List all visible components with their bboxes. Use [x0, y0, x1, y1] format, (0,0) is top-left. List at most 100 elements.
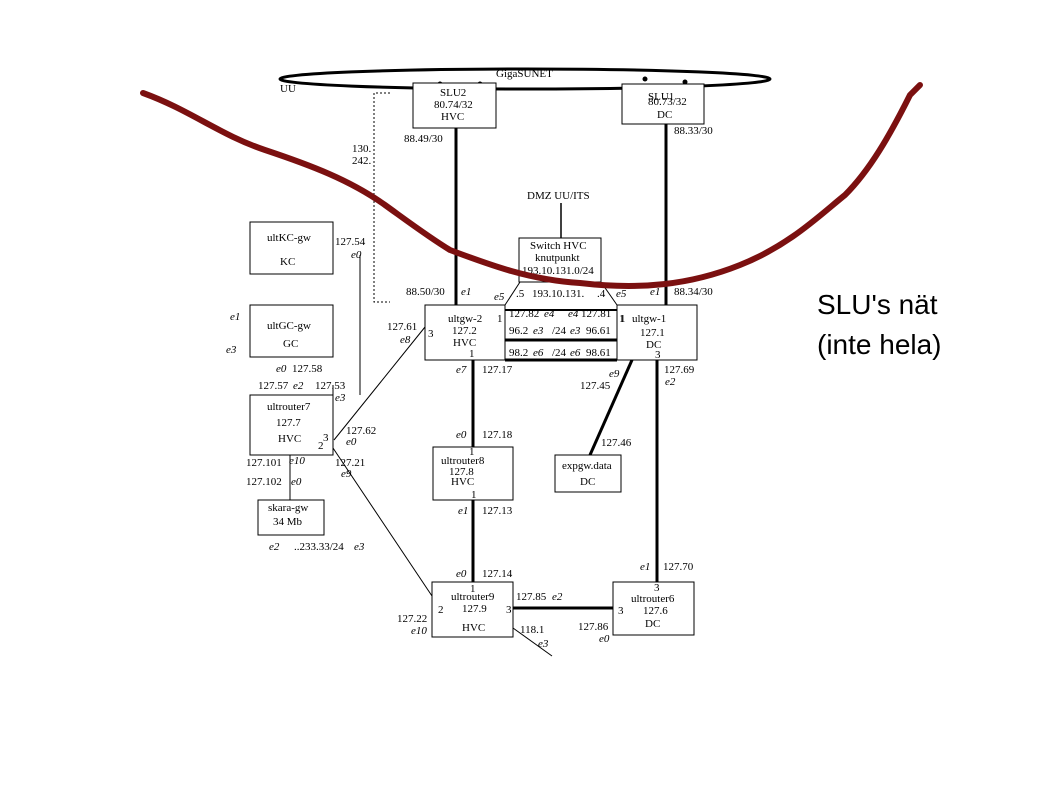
ultgc-box [249, 304, 334, 358]
skara-box [257, 499, 325, 536]
ultgc-name: ultGC-gw [267, 320, 311, 332]
port-1-gw2: 1 [497, 313, 503, 325]
ultr8-port-b: 1 [471, 489, 477, 501]
switch-name: Switch HVC [530, 240, 587, 252]
if-e1-r8: e1 [458, 505, 468, 517]
switch-role: knutpunkt [535, 252, 580, 264]
if-e2-sk: e2 [269, 541, 280, 553]
addr-127-58: 127.58 [292, 363, 323, 375]
if-e10-b: e10 [411, 625, 427, 637]
if-e8: e8 [400, 334, 411, 346]
ultr9-port2: 2 [438, 604, 444, 616]
ultkc-site: KC [280, 256, 295, 268]
addr-127-22: 127.22 [397, 613, 427, 625]
range-242: 242. [352, 155, 372, 167]
ultr9-port3: 3 [506, 604, 512, 616]
skara-name: skara-gw [268, 502, 308, 514]
ultr8-name: ultrouter8 [441, 455, 485, 467]
slu1-site: DC [657, 109, 672, 121]
ultr6-addr: 127.6 [643, 605, 668, 617]
addr-127-53: 127.53 [315, 380, 346, 392]
addr-127-85: 127.85 [516, 591, 547, 603]
addr-127-14: 127.14 [482, 568, 513, 580]
if-e0-kc: e0 [351, 249, 362, 261]
addr-88-33: 88.33/30 [674, 125, 713, 137]
if-e2-gc: e2 [293, 380, 304, 392]
link-ultr9-118 [512, 627, 553, 657]
dmz-label: DMZ UU/ITS [527, 190, 590, 202]
addr-127-18: 127.18 [482, 429, 513, 441]
addr-88-34: 88.34/30 [674, 286, 713, 298]
mask-24-a: /24 [552, 325, 567, 337]
ultr9-name: ultrouter9 [451, 591, 495, 603]
if-e3: e3 [533, 325, 544, 337]
link-ultr7-ultr9 [332, 447, 433, 597]
ultr8-port: 1 [469, 446, 475, 458]
slu1-name: SLU1 [648, 91, 674, 103]
slu2-name: SLU2 [440, 87, 466, 99]
ultr7-box [249, 394, 334, 456]
addr-127-101: 127.101 [246, 457, 282, 469]
note-line-1: SLU's nät [817, 289, 938, 320]
if-e1: e1 [461, 286, 471, 298]
if-e0-sk: e0 [291, 476, 302, 488]
addr-127-57: 127.57 [258, 380, 289, 392]
addr-96-61: 96.61 [586, 325, 611, 337]
if-e3-sk: e3 [354, 541, 365, 553]
ultgw2-port: 1 [469, 348, 475, 360]
uu-label: UU [280, 83, 296, 95]
addr-127-70: 127.70 [663, 561, 694, 573]
ultr6-port3b: 3 [618, 605, 624, 617]
net-233-33: ..233.33/24 [294, 541, 344, 553]
if-e0-r6: e0 [599, 633, 610, 645]
gigasunet-ring [278, 67, 772, 91]
addr-96-2: 96.2 [509, 325, 528, 337]
if-e0-r7: e0 [346, 436, 357, 448]
sw-prefix: 193.10.131. [532, 288, 585, 300]
ultgw2-addr: 127.2 [452, 325, 477, 337]
if-e4: e4 [544, 308, 555, 320]
expgw-name: expgw.data [562, 460, 612, 472]
slu2-addr: 80.74/32 [434, 99, 473, 111]
if-e3-r7: e3 [335, 392, 346, 404]
ultgw1-box [616, 304, 698, 361]
if-e0-gc: e0 [276, 363, 287, 375]
ring-node [682, 79, 688, 85]
if-e9-b: e9 [341, 468, 352, 480]
if-e6: e6 [533, 347, 544, 359]
if-e0-r9: e0 [456, 568, 467, 580]
ultr7-addr: 127.7 [276, 417, 301, 429]
skara-speed: 34 Mb [273, 516, 303, 528]
addr-98-2: 98.2 [509, 347, 528, 359]
addr-127-21: 127.21 [335, 457, 365, 469]
addr-127-62: 127.62 [346, 425, 376, 437]
ultr6-port3: 3 [654, 582, 660, 594]
if-e3-gc: e3 [226, 344, 237, 356]
if-e1-b: e1 [650, 286, 660, 298]
if-e1-gc: e1 [230, 311, 240, 323]
addr-127-102: 127.102 [246, 476, 282, 488]
ultr7-site: HVC [278, 433, 301, 445]
ultgw1-site: DC [646, 339, 661, 351]
if-e2-r9: e2 [552, 591, 563, 603]
addr-127-46: 127.46 [601, 437, 632, 449]
addr-127-82: 127.82 [509, 308, 539, 320]
if-e5-b: e5 [616, 288, 627, 300]
ultgc-site: GC [283, 338, 298, 350]
slu-boundary-curve [140, 82, 923, 289]
addr-127-69: 127.69 [664, 364, 695, 376]
ring-node [642, 76, 648, 82]
if-e7: e7 [456, 364, 467, 376]
addr-127-13: 127.13 [482, 505, 513, 517]
if-e10: e10 [289, 455, 305, 467]
ultr8-box [432, 446, 514, 501]
ultr9-port1: 1 [470, 583, 476, 595]
ultgw2-box [424, 304, 506, 361]
gigasunet-label: GigaSUNET [496, 68, 553, 80]
if-e2-dc: e2 [665, 376, 676, 388]
addr-127-45: 127.45 [580, 380, 611, 392]
ultr8-addr: 127.8 [449, 466, 474, 478]
if-e9: e9 [609, 368, 620, 380]
